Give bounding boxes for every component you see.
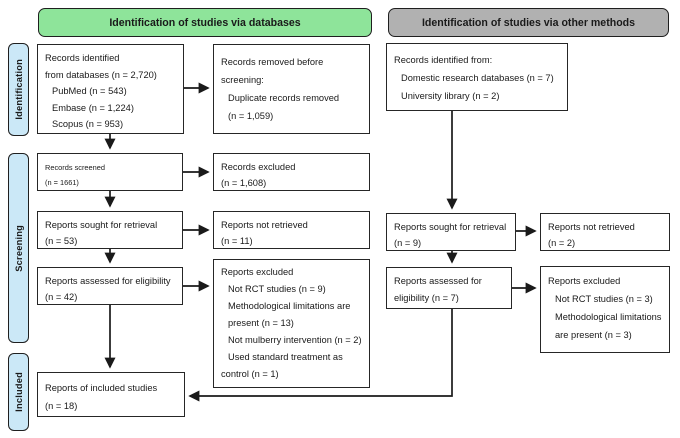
box-line: Reports assessed for eligibility <box>45 276 171 286</box>
box-line: (n = 1,608) <box>221 178 267 188</box>
box-reports-sought-other: Reports sought for retrieval (n = 9) <box>386 213 516 251</box>
box-line: Records identified from: <box>394 55 493 65</box>
box-line: Reports excluded <box>548 276 621 286</box>
box-line: Reports assessed for <box>394 276 482 286</box>
box-line: Records excluded <box>221 162 296 172</box>
box-records-identified-other: Records identified from: Domestic resear… <box>386 43 568 111</box>
box-reports-sought-databases: Reports sought for retrieval (n = 53) <box>37 211 183 249</box>
box-line: (n = 11) <box>221 236 253 246</box>
box-records-excluded: Records excluded (n = 1,608) <box>213 153 370 191</box>
box-line: University library (n = 2) <box>401 91 500 101</box>
header-databases: Identification of studies via databases <box>38 8 372 37</box>
box-line: (n = 1,059) <box>228 111 274 121</box>
box-line: Reports excluded <box>221 267 294 277</box>
box-line: Domestic research databases (n = 7) <box>401 73 554 83</box>
box-line: Reports not retrieved <box>548 222 635 232</box>
box-line: are present (n = 3) <box>555 330 632 340</box>
header-databases-label: Identification of studies via databases <box>109 16 301 29</box>
box-line: Records removed before <box>221 57 324 67</box>
box-line: (n = 18) <box>45 401 78 411</box>
box-line: Methodological limitations are <box>228 301 351 311</box>
box-line: (n = 2) <box>548 238 576 248</box>
stage-included-label: Included <box>13 372 24 412</box>
box-reports-not-retrieved-other: Reports not retrieved (n = 2) <box>540 213 670 251</box>
box-line: Records identified <box>45 53 120 63</box>
box-line: Not mulberry intervention (n = 2) <box>228 335 362 345</box>
box-line: control (n = 1) <box>221 369 279 379</box>
box-line: (n = 1661) <box>45 178 79 187</box>
box-line: Duplicate records removed <box>228 93 340 103</box>
box-line: (n = 53) <box>45 236 78 246</box>
box-line: (n = 42) <box>45 292 78 302</box>
box-reports-included: Reports of included studies (n = 18) <box>37 372 185 417</box>
header-other-methods: Identification of studies via other meth… <box>388 8 669 37</box>
box-reports-excluded-other: Reports excluded Not RCT studies (n = 3)… <box>540 266 670 353</box>
stage-identification: Identification <box>8 43 29 136</box>
box-line: Reports not retrieved <box>221 220 308 230</box>
box-line: Used standard treatment as <box>228 352 343 362</box>
box-line: Records screened <box>45 163 105 172</box>
box-line: Methodological limitations <box>555 312 662 322</box>
stage-screening: Screening <box>8 153 29 343</box>
box-line: Reports sought for retrieval <box>394 222 507 232</box>
stage-included: Included <box>8 353 29 431</box>
header-other-methods-label: Identification of studies via other meth… <box>421 16 636 29</box>
box-line: Scopus (n = 953) <box>52 119 124 129</box>
box-line: Not RCT studies (n = 3) <box>555 294 653 304</box>
box-reports-excluded-databases: Reports excluded Not RCT studies (n = 9)… <box>213 259 370 388</box>
box-line: Not RCT studies (n = 9) <box>228 284 326 294</box>
box-records-removed: Records removed before screening: Duplic… <box>213 44 370 134</box>
box-records-screened: Records screened (n = 1661) <box>37 153 183 191</box>
box-line: screening: <box>221 75 264 85</box>
stage-screening-label: Screening <box>13 224 24 272</box>
box-line: from databases (n = 2,720) <box>45 69 157 80</box>
box-line: present (n = 13) <box>228 318 294 328</box>
box-line: Reports of included studies <box>45 383 158 393</box>
stage-identification-label: Identification <box>13 59 24 120</box>
box-line: eligibility (n = 7) <box>394 293 459 303</box>
box-reports-assessed-databases: Reports assessed for eligibility (n = 42… <box>37 267 183 305</box>
box-line: Embase (n = 1,224) <box>52 102 134 113</box>
box-records-identified-databases: Records identified from databases (n = 2… <box>37 44 184 134</box>
box-reports-assessed-other: Reports assessed for eligibility (n = 7) <box>386 267 512 309</box>
box-line: (n = 9) <box>394 238 422 248</box>
box-line: Reports sought for retrieval <box>45 220 158 230</box>
box-reports-not-retrieved-databases: Reports not retrieved (n = 11) <box>213 211 370 249</box>
box-line: PubMed (n = 543) <box>52 86 127 96</box>
